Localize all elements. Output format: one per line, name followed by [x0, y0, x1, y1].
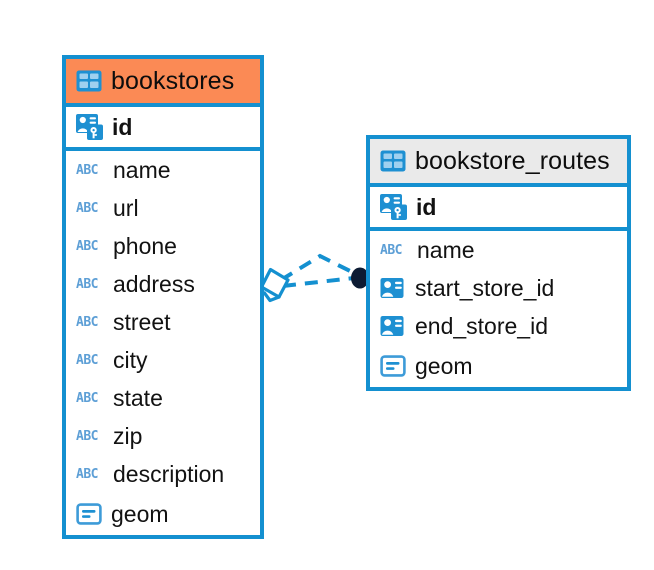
reference-icon — [380, 278, 404, 298]
column-name: phone — [113, 232, 177, 259]
entity-title: bookstore_routes — [415, 146, 610, 175]
column-name: id — [416, 193, 437, 220]
entity-header-bookstores[interactable]: bookstores — [66, 59, 260, 107]
abc-text-icon: ABC — [76, 390, 98, 406]
column-name: end_store_id — [415, 312, 548, 339]
geometry-icon — [76, 503, 102, 525]
abc-text-icon: ABC — [76, 466, 98, 482]
column-name: description — [113, 460, 225, 487]
column-row-city[interactable]: ABC city — [66, 341, 260, 379]
column-name: address — [113, 270, 195, 297]
column-name: geom — [111, 500, 169, 527]
column-name: url — [113, 194, 139, 221]
table-icon — [380, 150, 406, 172]
relationship-line-lower — [282, 276, 355, 288]
abc-text-icon: ABC — [76, 162, 98, 178]
column-row-phone[interactable]: ABC phone — [66, 227, 260, 265]
column-name: name — [417, 236, 475, 263]
column-name: id — [112, 113, 133, 140]
column-row-name[interactable]: ABC name — [66, 151, 260, 189]
relationship-target-circle-icon[interactable] — [349, 266, 371, 290]
column-row-id[interactable]: id — [370, 187, 627, 231]
column-name: street — [113, 308, 171, 335]
column-row-state[interactable]: ABC state — [66, 379, 260, 417]
column-name: zip — [113, 422, 143, 449]
column-row-end-store-id[interactable]: end_store_id — [370, 307, 627, 345]
column-row-zip[interactable]: ABC zip — [66, 417, 260, 455]
column-name: state — [113, 384, 163, 411]
abc-text-icon: ABC — [76, 238, 98, 254]
abc-text-icon: ABC — [380, 242, 402, 258]
column-row-start-store-id[interactable]: start_store_id — [370, 269, 627, 307]
abc-text-icon: ABC — [76, 428, 98, 444]
primary-key-icon — [380, 194, 407, 220]
column-row-id[interactable]: id — [66, 107, 260, 151]
column-name: city — [113, 346, 148, 373]
column-row-name[interactable]: ABC name — [370, 231, 627, 269]
abc-text-icon: ABC — [76, 352, 98, 368]
abc-text-icon: ABC — [76, 200, 98, 216]
column-name: name — [113, 156, 171, 183]
column-row-address[interactable]: ABC address — [66, 265, 260, 303]
geometry-icon — [380, 355, 406, 377]
entity-header-bookstore-routes[interactable]: bookstore_routes — [370, 139, 627, 187]
abc-text-icon: ABC — [76, 276, 98, 292]
primary-key-icon — [76, 114, 103, 140]
column-name: start_store_id — [415, 274, 555, 301]
entity-title: bookstores — [111, 66, 235, 95]
column-row-url[interactable]: ABC url — [66, 189, 260, 227]
table-icon — [76, 70, 102, 92]
reference-icon — [380, 316, 404, 336]
entity-bookstore-routes[interactable]: bookstore_routes id ABC name — [366, 135, 631, 391]
column-row-street[interactable]: ABC street — [66, 303, 260, 341]
relationship-source-diamond-icon[interactable] — [258, 266, 292, 304]
column-name: geom — [415, 352, 473, 379]
column-row-geom[interactable]: geom — [370, 345, 627, 387]
entity-bookstores[interactable]: bookstores id ABC name A — [62, 55, 264, 539]
column-row-description[interactable]: ABC description — [66, 455, 260, 493]
relationship-line-upper — [279, 253, 357, 282]
abc-text-icon: ABC — [76, 314, 98, 330]
column-row-geom[interactable]: geom — [66, 493, 260, 535]
